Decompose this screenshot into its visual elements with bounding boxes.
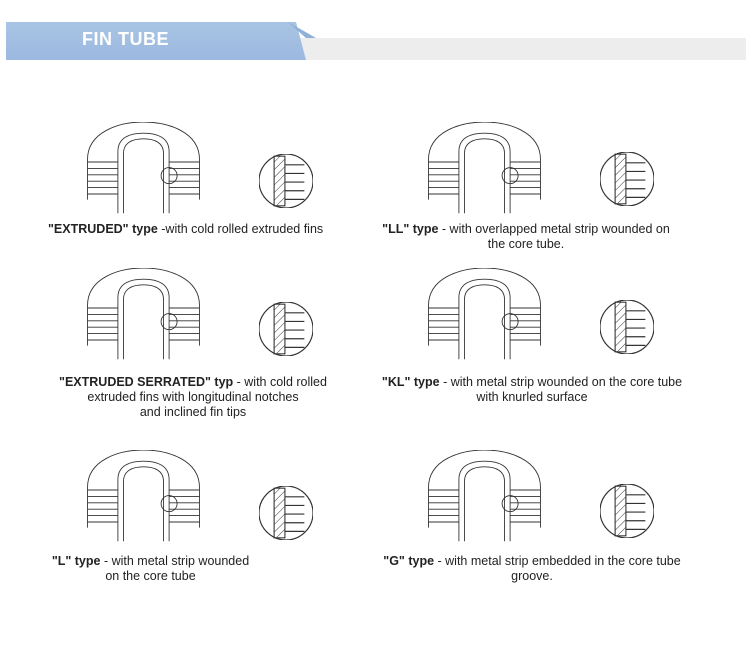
type-desc: - with overlapped metal strip wounded on [438, 222, 670, 236]
type-desc-line3: and inclined fin tips [139, 405, 247, 419]
extruded-serrated-detail-drawing [259, 302, 313, 356]
type-label: "EXTRUDED SERRATED" typ [59, 375, 234, 389]
caption-l: "L" type - with metal strip wounded on t… [48, 554, 253, 584]
extruded-tube-drawing [87, 122, 200, 214]
type-label: "KL" type [381, 375, 440, 389]
type-desc: - with cold rolled [233, 375, 327, 389]
type-label: "LL" type [382, 222, 439, 236]
type-desc-line2: with knurled surface [476, 390, 588, 404]
caption-g: "G" type - with metal strip embedded in … [376, 554, 688, 584]
g-tube-drawing [428, 450, 541, 542]
kl-detail-drawing [600, 300, 654, 354]
type-label: "EXTRUDED" type [48, 222, 158, 236]
extruded-serrated-tube-drawing [87, 268, 200, 360]
caption-extruded-serrated: "EXTRUDED SERRATED" typ - with cold roll… [48, 375, 338, 420]
type-label: "G" type [383, 554, 435, 568]
ll-tube-drawing [428, 122, 541, 214]
banner-blue-tab [6, 22, 306, 60]
caption-kl: "KL" type - with metal strip wounded on … [376, 375, 688, 405]
type-desc: -with cold rolled extruded fins [157, 222, 324, 236]
type-desc-line2: on the core tube [105, 569, 196, 583]
type-desc: - with metal strip embedded in the core … [434, 554, 681, 568]
ll-detail-drawing [600, 152, 654, 206]
l-detail-drawing [259, 486, 313, 540]
type-desc: - with metal strip wounded [100, 554, 250, 568]
page-title: FIN TUBE [82, 29, 169, 49]
type-desc-line2: extruded fins with longitudinal notches [87, 390, 299, 404]
type-desc: - with metal strip wounded on the core t… [439, 375, 683, 389]
type-label: "L" type [51, 554, 101, 568]
l-tube-drawing [87, 450, 200, 542]
header-banner: FIN TUBE [6, 22, 746, 60]
extruded-detail-drawing [259, 154, 313, 208]
caption-ll: "LL" type - with overlapped metal strip … [376, 222, 676, 252]
type-desc-line2: the core tube. [487, 237, 565, 251]
g-detail-drawing [600, 484, 654, 538]
kl-tube-drawing [428, 268, 541, 360]
type-desc-line2: groove. [511, 569, 553, 583]
caption-extruded: "EXTRUDED" type -with cold rolled extrud… [48, 222, 323, 237]
